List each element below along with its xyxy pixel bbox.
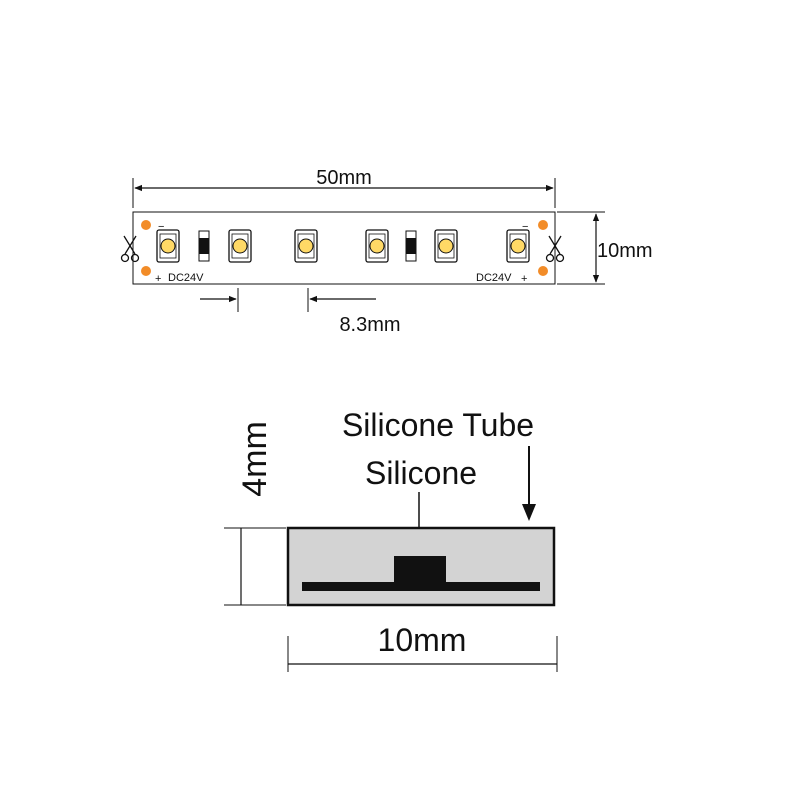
led-chip: [294, 229, 318, 263]
solder-pad: [538, 266, 548, 276]
resistor: [405, 230, 417, 262]
voltage-label-left: DC24V: [168, 272, 204, 284]
strip-top-view: 50mm − + DC24V − DC24V +: [120, 167, 653, 336]
led-chip: [434, 229, 458, 263]
width-dimension: 10mm: [557, 211, 653, 285]
tube-pointer-head: [522, 504, 536, 521]
cross-section-view: Silicone Tube Silicone 4mm 10mm: [224, 407, 558, 672]
led-chip: [156, 229, 180, 263]
height-label: 4mm: [236, 421, 274, 497]
pitch-label: 8.3mm: [339, 314, 400, 336]
voltage-label-right: DC24V: [476, 272, 512, 284]
led-chip: [365, 229, 389, 263]
plus-sign: +: [521, 273, 527, 285]
pcb-board: [302, 582, 540, 591]
plus-sign: +: [155, 273, 161, 285]
scissors-icon: [545, 235, 565, 263]
length-dimension: 50mm: [132, 167, 556, 208]
minus-sign: −: [158, 221, 164, 233]
led-chip: [506, 229, 530, 263]
silicone-label: Silicone: [365, 455, 477, 491]
silicone-tube-label: Silicone Tube: [342, 407, 534, 443]
led-chip: [228, 229, 252, 263]
solder-pad: [141, 266, 151, 276]
scissors-icon: [120, 235, 140, 263]
cross-width-label: 10mm: [378, 622, 467, 658]
solder-pad: [538, 220, 548, 230]
length-label: 50mm: [316, 167, 372, 189]
minus-sign: −: [522, 221, 528, 233]
pitch-dimension: 8.3mm: [200, 288, 401, 336]
led-chip-profile: [394, 556, 446, 584]
solder-pad: [141, 220, 151, 230]
resistor: [198, 230, 210, 262]
width-label: 10mm: [597, 240, 653, 262]
